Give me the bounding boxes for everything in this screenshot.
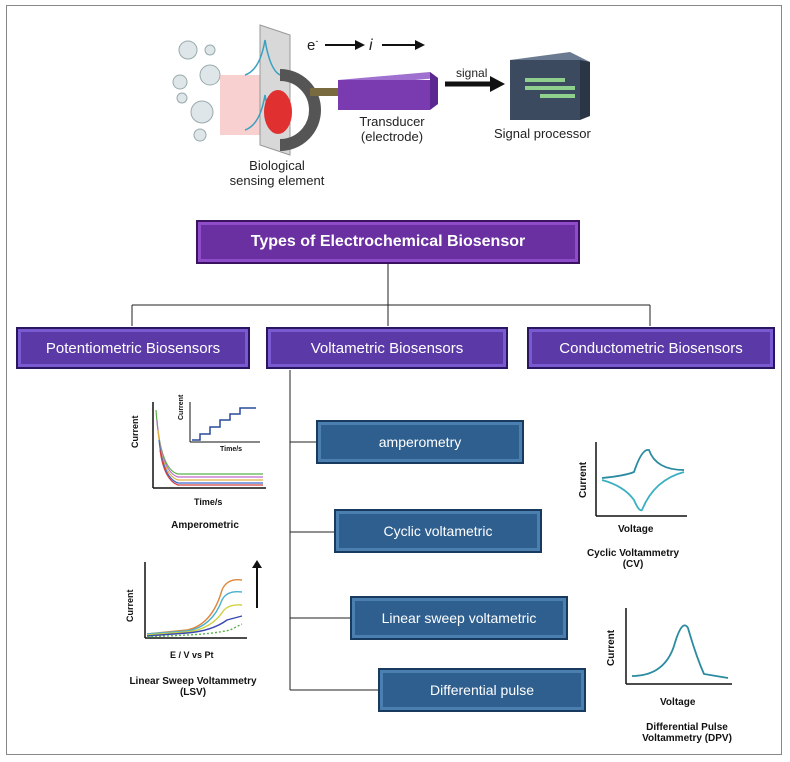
cv-caption: Cyclic Voltammetry (CV) xyxy=(586,548,680,570)
method-amperometry: amperometry xyxy=(316,420,524,464)
lsv-plot xyxy=(144,560,262,639)
electron-bubbles xyxy=(172,40,221,142)
amperometric-ylabel: Current xyxy=(130,415,140,448)
amperometric-xlabel: Time/s xyxy=(194,497,223,507)
method-cyclic: Cyclic voltametric xyxy=(334,509,542,553)
amperometric-plot xyxy=(152,400,266,489)
cv-xlabel: Voltage xyxy=(618,524,654,535)
dpv-plot xyxy=(625,608,732,685)
type-potentiometric: Potentiometric Biosensors xyxy=(16,327,250,369)
method-differential-pulse: Differential pulse xyxy=(378,668,586,712)
sensing-element-label: Biological sensing element xyxy=(229,158,325,188)
electron-label: e- xyxy=(307,36,319,54)
cv-ylabel: Current xyxy=(578,461,589,498)
cv-plot xyxy=(595,442,687,517)
dpv-xlabel: Voltage xyxy=(660,697,696,708)
processor-label: Signal processor xyxy=(494,126,591,141)
transducer-label: Transducer (electrode) xyxy=(359,114,425,144)
signal-label: signal xyxy=(456,66,488,80)
amperometric-inset-ylabel: Current xyxy=(178,394,185,420)
lsv-caption: Linear Sweep Voltammetry (LSV) xyxy=(129,676,257,698)
type-conductometric: Conductometric Biosensors xyxy=(527,327,775,369)
title-box: Types of Electrochemical Biosensor xyxy=(196,220,580,264)
lsv-xlabel: E / V vs Pt xyxy=(170,650,214,660)
current-label: i xyxy=(369,37,373,54)
method-linear-sweep: Linear sweep voltametric xyxy=(350,596,568,640)
amperometric-inset-xlabel: Time/s xyxy=(220,446,243,453)
biosensor-illustration xyxy=(172,24,590,156)
dpv-ylabel: Current xyxy=(606,629,617,666)
type-voltametric: Voltametric Biosensors xyxy=(266,327,508,369)
amperometric-caption: Amperometric xyxy=(171,520,239,531)
figure-frame xyxy=(6,5,782,755)
dpv-caption: Differential Pulse Voltammetry (DPV) xyxy=(642,722,732,744)
lsv-ylabel: Current xyxy=(125,589,135,622)
